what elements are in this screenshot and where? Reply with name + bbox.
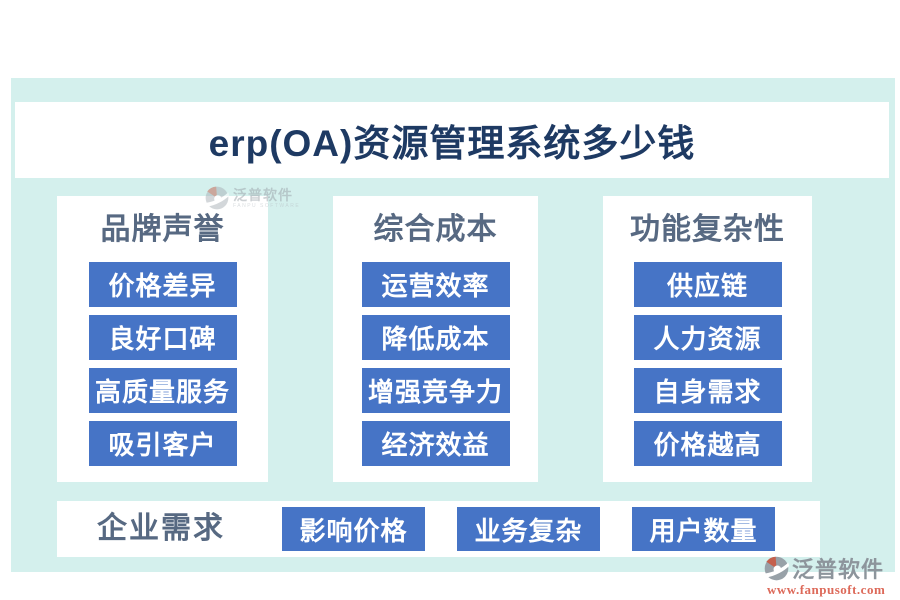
factor-button: 增强竞争力 bbox=[361, 368, 510, 413]
fanpu-logo-icon bbox=[205, 186, 230, 210]
watermark-brand-name: 泛普软件 bbox=[233, 187, 293, 203]
watermark-brand-subtitle: FANPU SOFTWARE bbox=[233, 203, 301, 209]
factor-button: 经济效益 bbox=[361, 421, 510, 466]
title-band: erp(OA)资源管理系统多少钱 bbox=[15, 102, 889, 178]
brand-website: www.fanpusoft.com bbox=[767, 582, 886, 597]
factor-button: 高质量服务 bbox=[88, 368, 237, 413]
bottom-header: 企业需求 bbox=[97, 512, 225, 545]
factor-button: 供应链 bbox=[633, 262, 782, 307]
content-panel: erp(OA)资源管理系统多少钱 品牌声誉 价格差异 良好口碑 高质量服务 吸引… bbox=[11, 78, 895, 572]
factor-button: 人力资源 bbox=[633, 315, 782, 360]
watermark-logo: 泛普软件 FANPU SOFTWARE bbox=[204, 185, 300, 211]
factor-button: 降低成本 bbox=[361, 315, 510, 360]
category-header: 品牌声誉 bbox=[100, 213, 225, 246]
factor-button: 吸引客户 bbox=[88, 421, 237, 466]
category-column-functional-complexity: 功能复杂性 供应链 人力资源 自身需求 价格越高 bbox=[603, 196, 812, 482]
page-title: erp(OA)资源管理系统多少钱 bbox=[208, 123, 696, 164]
factor-button: 运营效率 bbox=[361, 262, 510, 307]
factor-button: 良好口碑 bbox=[88, 315, 237, 360]
bottom-strip-enterprise-needs: 企业需求 影响价格 业务复杂 用户数量 bbox=[57, 501, 820, 557]
brand-name: 泛普软件 bbox=[792, 557, 885, 582]
factor-button: 自身需求 bbox=[633, 368, 782, 413]
fanpu-logo-icon bbox=[764, 556, 790, 580]
category-header: 综合成本 bbox=[373, 213, 498, 246]
factor-button: 价格越高 bbox=[633, 421, 782, 466]
factor-button: 价格差异 bbox=[88, 262, 237, 307]
category-column-brand-reputation: 品牌声誉 价格差异 良好口碑 高质量服务 吸引客户 bbox=[57, 196, 268, 482]
category-header: 功能复杂性 bbox=[630, 213, 785, 246]
category-column-comprehensive-cost: 综合成本 运营效率 降低成本 增强竞争力 经济效益 bbox=[333, 196, 538, 482]
factor-button: 用户数量 bbox=[632, 507, 775, 551]
brand-logo: 泛普软件 www.fanpusoft.com bbox=[763, 552, 895, 598]
factor-button: 业务复杂 bbox=[457, 507, 600, 551]
factor-button: 影响价格 bbox=[282, 507, 425, 551]
